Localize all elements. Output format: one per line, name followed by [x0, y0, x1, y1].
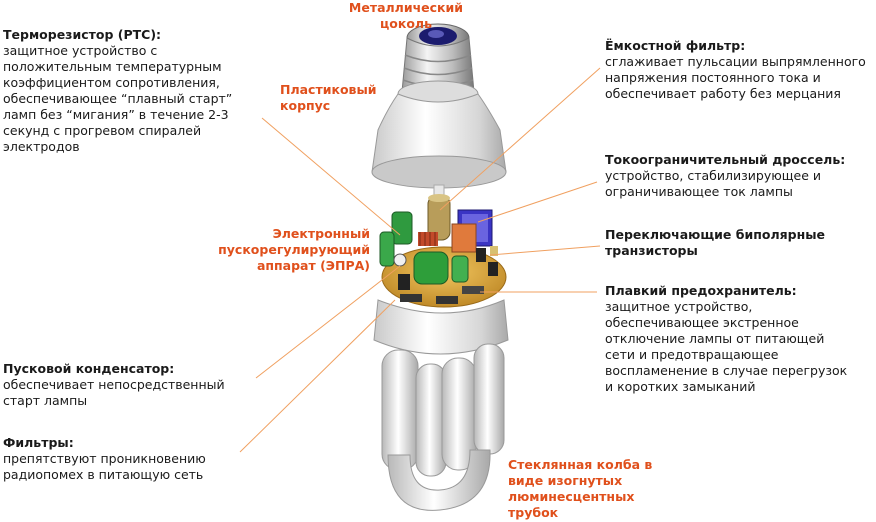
- bulb-callout-line: трубок: [508, 505, 559, 520]
- starter-capacitor-label: Пусковой конденсатор: обеспечивает непос…: [3, 361, 253, 409]
- fuse-line: отключение лампы от питающей: [605, 331, 825, 346]
- ballast-callout: Электронный пускорегулирующий аппарат (Э…: [200, 226, 370, 274]
- fuse-label: Плавкий предохранитель: защитное устройс…: [605, 283, 873, 395]
- fuse-title: Плавкий предохранитель:: [605, 283, 797, 298]
- glass-tubes: [381, 343, 505, 511]
- choke-line: устройство, стабилизирующее и: [605, 168, 822, 183]
- ballast-board: [379, 194, 507, 308]
- bulb-callout-line: виде изогнутых: [508, 473, 623, 488]
- base-callout-line: цоколь: [380, 16, 432, 31]
- thermistor-line: обеспечивающее “плавный старт”: [3, 91, 233, 106]
- fuse-line: сети и предотвращающее: [605, 347, 779, 362]
- capacitive-filter-label: Ёмкостной фильтр: сглаживает пульсации в…: [605, 38, 873, 102]
- choke-line: ограничивающее ток лампы: [605, 184, 793, 199]
- fuse-line: обеспечивающее экстренное: [605, 315, 799, 330]
- plastic-housing: [371, 80, 507, 189]
- starter-capacitor-line: старт лампы: [3, 393, 88, 408]
- transistors-line: транзисторы: [605, 243, 698, 258]
- thermistor-line: секунд с прогревом спиралей: [3, 123, 202, 138]
- filters-line: препятствуют проникновению: [3, 451, 206, 466]
- fuse-line: защитное устройство,: [605, 299, 753, 314]
- bulb-callout-line: Стеклянная колба в: [508, 457, 653, 472]
- transistors-label: Переключающие биполярные транзисторы: [605, 227, 873, 259]
- filters-title: Фильтры:: [3, 435, 74, 450]
- filters-line: радиопомех в питающую сеть: [3, 467, 204, 482]
- filters-label: Фильтры: препятствуют проникновению ради…: [3, 435, 243, 483]
- fuse-line: и коротких замыканий: [605, 379, 756, 394]
- housing-callout: Пластиковый корпус: [280, 82, 390, 114]
- capacitive-filter-line: напряжения постоянного тока и: [605, 70, 821, 85]
- thermistor-line: коэффициентом сопротивления,: [3, 75, 220, 90]
- thermistor-title: Терморезистор (PTC):: [3, 27, 162, 42]
- bulb-callout: Стеклянная колба в виде изогнутых люмине…: [508, 457, 678, 521]
- starter-capacitor-line: обеспечивает непосредственный: [3, 377, 225, 392]
- base-callout-line: Металлический: [348, 0, 464, 15]
- ballast-callout-line: пускорегулирующий: [218, 242, 370, 257]
- thermistor-label: Терморезистор (PTC): защитное устройство…: [3, 27, 273, 155]
- capacitive-filter-line: сглаживает пульсации выпрямленного: [605, 54, 866, 69]
- base-callout: Металлический цоколь: [341, 0, 471, 32]
- thermistor-line: электродов: [3, 139, 80, 154]
- thermistor-line: защитное устройство с: [3, 43, 158, 58]
- choke-label: Токоограничительный дроссель: устройство…: [605, 152, 873, 200]
- choke-title: Токоограничительный дроссель:: [605, 152, 846, 167]
- capacitive-filter-line: обеспечивает работу без мерцания: [605, 86, 841, 101]
- ballast-callout-line: Электронный: [272, 226, 370, 241]
- housing-callout-line: корпус: [280, 98, 331, 113]
- transistors-title: Переключающие биполярные: [605, 227, 825, 242]
- housing-callout-line: Пластиковый: [280, 82, 377, 97]
- thermistor-line: ламп без “мигания” в течение 2-3: [3, 107, 229, 122]
- ballast-callout-line: аппарат (ЭПРА): [256, 258, 370, 273]
- leader-lines: [239, 67, 601, 453]
- starter-capacitor-title: Пусковой конденсатор:: [3, 361, 175, 376]
- bulb-callout-line: люминесцентных: [508, 489, 635, 504]
- capacitive-filter-title: Ёмкостной фильтр:: [605, 38, 746, 53]
- fuse-line: воспламенение в случае перегрузок: [605, 363, 848, 378]
- thermistor-line: положительным температурным: [3, 59, 222, 74]
